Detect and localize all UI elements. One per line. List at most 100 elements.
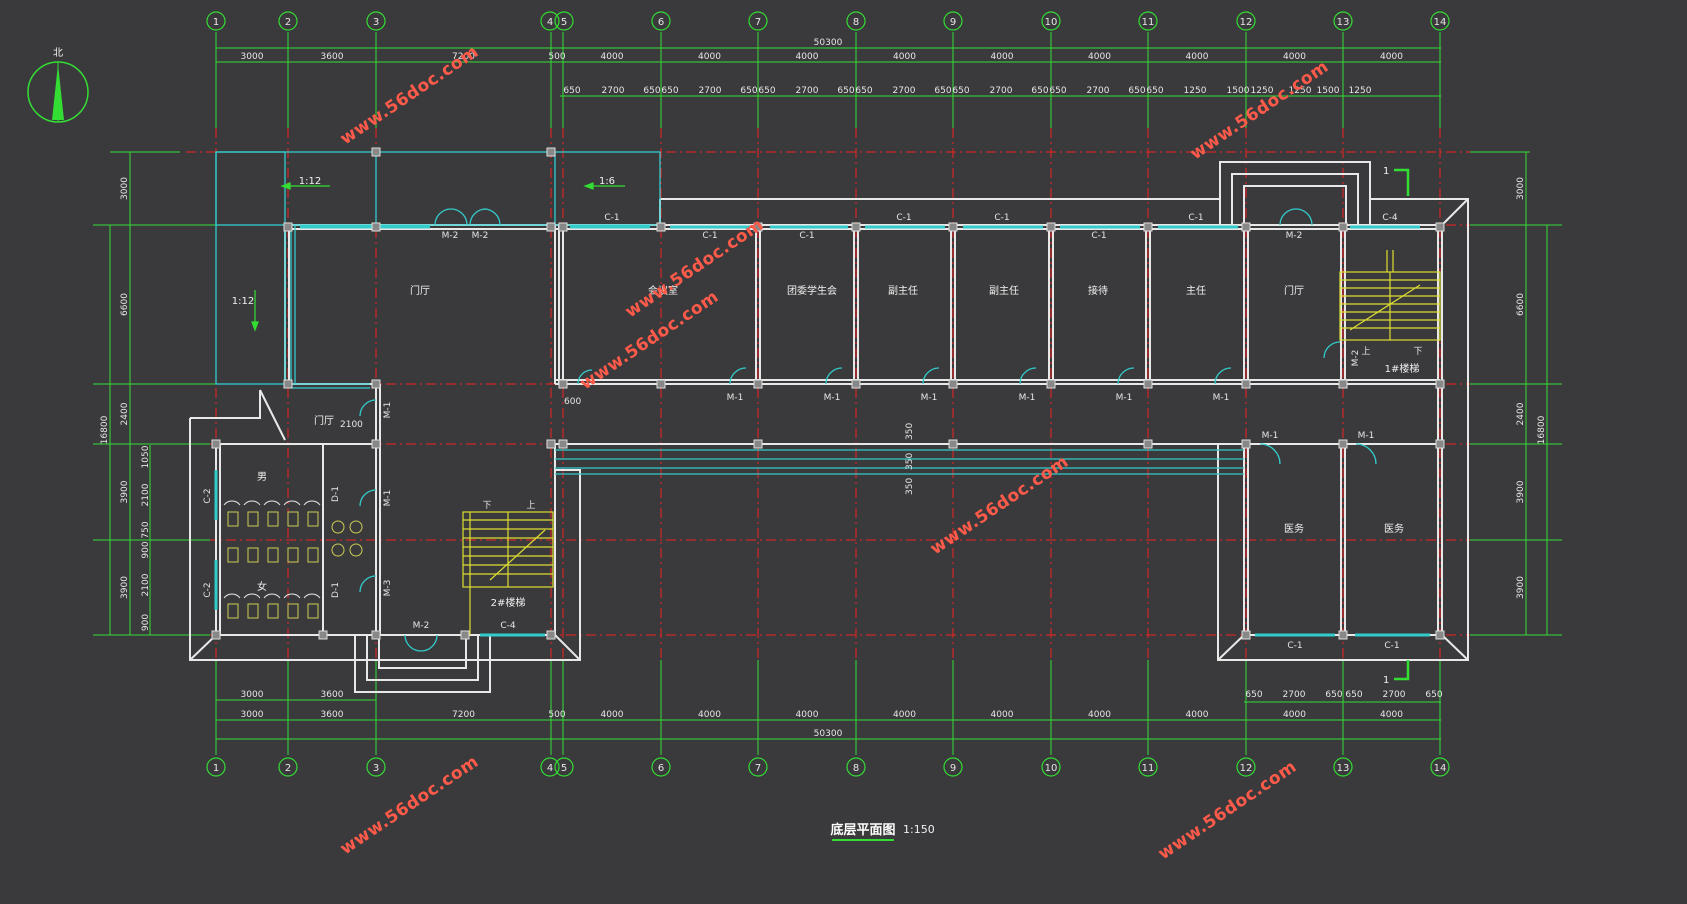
column-32 — [1435, 630, 1445, 640]
grid-label-2-top: 2 — [285, 17, 291, 28]
grid-bubble-10-bottom — [1041, 757, 1061, 777]
opening-tag-3: C-1 — [896, 213, 911, 223]
bottom-chain-dim-9: 4000 — [1088, 710, 1111, 720]
toilet-male-1 — [247, 511, 259, 527]
bottom-total-dim: 50300 — [814, 729, 843, 739]
bottom-chain-dim-7: 4000 — [893, 710, 916, 720]
grid-label-12-top: 12 — [1240, 17, 1253, 28]
grid-bubble-10-top — [1041, 11, 1061, 31]
grid-bubble-14-top — [1430, 11, 1450, 31]
room-lobby-east: 门厅 — [1284, 284, 1304, 297]
grid-label-9-top: 9 — [950, 17, 956, 28]
watermark-4: www.56doc.com — [337, 752, 483, 859]
column-36 — [371, 379, 381, 389]
left-inner-dim-4: 2100 — [141, 573, 151, 596]
toilet-male-b-2 — [267, 547, 279, 563]
column-20 — [1241, 379, 1251, 389]
opening-tag-v-7: M-2 — [1351, 350, 1361, 367]
grid-bubble-9-bottom — [943, 757, 963, 777]
door-swing-11 — [1279, 208, 1297, 226]
stair-1 — [1339, 250, 1441, 341]
stair-2 — [462, 511, 554, 635]
door-swing-15 — [359, 575, 377, 593]
top-chain-dim-7: 4000 — [893, 52, 916, 62]
opening-tag-16: M-1 — [1213, 393, 1230, 403]
grid-bubble-7-bottom — [748, 757, 768, 777]
column-29 — [1435, 439, 1445, 449]
column-34 — [546, 147, 556, 157]
bottom-dimensions — [216, 699, 1441, 740]
right-chain-dim-1: 6600 — [1516, 293, 1526, 316]
watermark-0: www.56doc.com — [337, 42, 483, 149]
column-6 — [851, 222, 861, 232]
grid-label-7-top: 7 — [755, 17, 761, 28]
top-window-dim-3: 650 — [661, 86, 678, 96]
opening-tag-15: M-1 — [1116, 393, 1133, 403]
top-window-dim-5: 650 — [740, 86, 757, 96]
door-swing-8 — [450, 208, 468, 226]
opening-tag-9: M-2 — [472, 231, 489, 241]
corridor-offset-dim: 600 — [564, 397, 581, 407]
column-25 — [948, 439, 958, 449]
column-28 — [1338, 439, 1348, 449]
structural-columns — [211, 147, 1445, 640]
door-swing-20 — [1323, 341, 1341, 359]
column-8 — [1046, 222, 1056, 232]
column-27 — [1241, 439, 1251, 449]
grid-bubble-5-top — [554, 11, 574, 31]
stair1-down: 下 — [1413, 347, 1422, 357]
column-4 — [656, 222, 666, 232]
left-inner-dim-0: 1050 — [141, 445, 151, 468]
column-21 — [1338, 379, 1348, 389]
room-lobby-small: 门厅 — [314, 414, 334, 427]
opening-tag-1: C-1 — [702, 231, 717, 241]
toilet-fixtures — [223, 500, 363, 619]
grid-bubble-1-top — [206, 11, 226, 31]
top-window-dim-19: 1250 — [1184, 86, 1207, 96]
opening-tag-4: C-1 — [994, 213, 1009, 223]
left-chain-dim-4: 3900 — [120, 576, 130, 599]
bottom-window-dim-0: 650 — [1245, 690, 1262, 700]
grid-bubble-13-top — [1333, 11, 1353, 31]
right-chain-dim-3: 3900 — [1516, 480, 1526, 503]
toilet-male-b-0 — [227, 547, 239, 563]
grid-bubble-13-bottom — [1333, 757, 1353, 777]
section-mark-bottom: 1 — [1383, 675, 1389, 686]
opening-tag-19: M-2 — [413, 621, 430, 631]
opening-tag-v-6: C-2 — [203, 582, 213, 597]
opening-tag-11: M-1 — [727, 393, 744, 403]
grid-label-6-top: 6 — [658, 17, 664, 28]
column-15 — [753, 379, 763, 389]
top-chain-dim-1: 3600 — [321, 52, 344, 62]
stair2-up: 上 — [526, 500, 535, 511]
grid-label-12-bottom: 12 — [1240, 763, 1253, 774]
watermark-5: www.56doc.com — [1155, 757, 1301, 864]
opening-tag-20: C-4 — [500, 621, 516, 631]
column-39 — [546, 439, 556, 449]
door-swing-18 — [1259, 443, 1281, 465]
column-0 — [283, 222, 293, 232]
toilet-male-0 — [227, 511, 239, 527]
top-chain-dim-8: 4000 — [991, 52, 1014, 62]
column-7 — [948, 222, 958, 232]
column-9 — [1143, 222, 1153, 232]
grid-label-4-top: 4 — [547, 17, 553, 28]
side-dimensions — [93, 151, 1562, 636]
opening-tag-13: M-1 — [921, 393, 938, 403]
grid-label-5-top: 5 — [561, 17, 567, 28]
door-swing-10 — [483, 208, 501, 226]
urinal-b-0 — [349, 520, 363, 534]
grid-label-1-bottom: 1 — [213, 763, 219, 774]
left-inner-dim-1: 2100 — [141, 483, 151, 506]
right-chain-dim-0: 3000 — [1516, 177, 1526, 200]
grid-label-9-bottom: 9 — [950, 763, 956, 774]
opening-tag-7: C-4 — [1382, 213, 1398, 223]
column-16 — [851, 379, 861, 389]
toilet-female-1 — [247, 603, 259, 619]
column-44 — [546, 630, 556, 640]
column-11 — [1338, 222, 1348, 232]
bottom-chain-dim-10: 4000 — [1186, 710, 1209, 720]
top-window-dim-4: 2700 — [699, 86, 722, 96]
room-vice1: 副主任 — [888, 284, 918, 297]
